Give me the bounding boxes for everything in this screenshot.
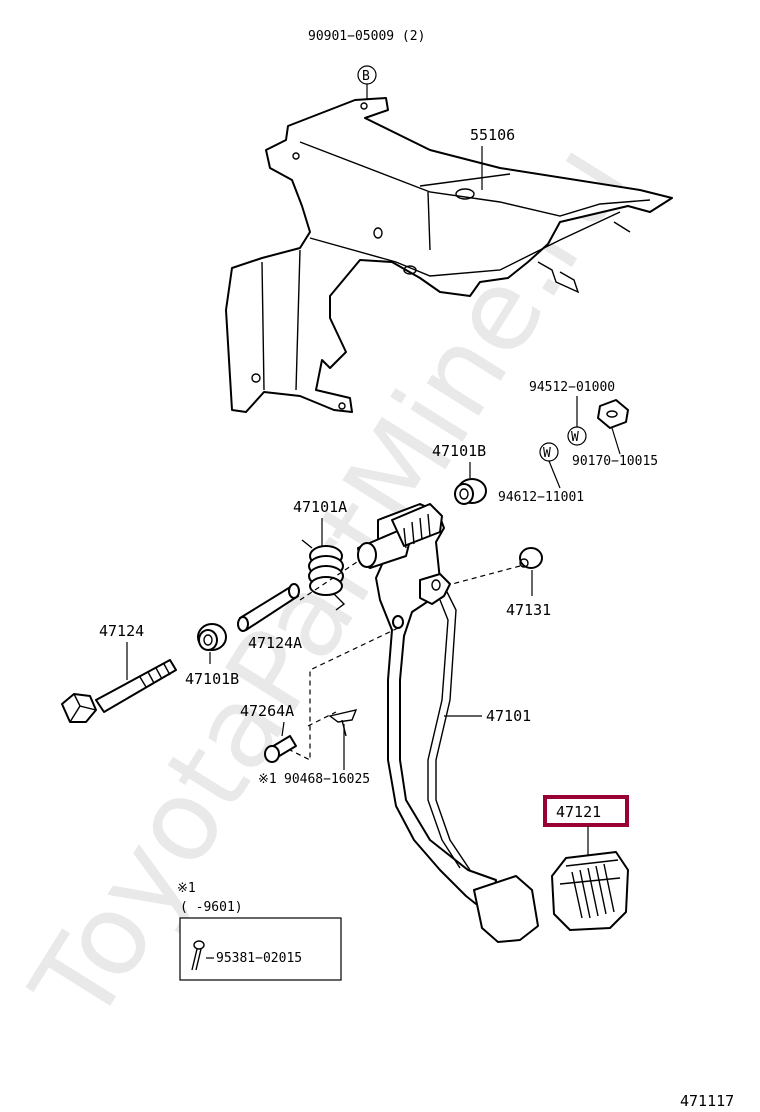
label-47131: 47131 — [506, 601, 551, 619]
label-47101: 47101 — [486, 707, 531, 725]
note-mark-1: ※1 — [258, 772, 277, 787]
collar-47124a-drawing — [237, 583, 300, 632]
note-box — [179, 917, 342, 981]
cotter-pin-drawing — [191, 940, 205, 971]
washer-symbol-w-upper-letter: W — [571, 430, 579, 445]
label-47264a: 47264A — [240, 702, 294, 720]
bushing-47101b-top-drawing — [454, 478, 487, 505]
highlight-box-47121 — [543, 795, 629, 827]
clevis-pin-drawing — [264, 735, 297, 763]
diagram-code: 471117 — [680, 1092, 734, 1110]
hex-nut-drawing — [597, 399, 629, 429]
return-spring-drawing — [301, 539, 346, 611]
label-55106: 55106 — [470, 126, 515, 144]
label-47101b-top: 47101B — [432, 442, 486, 460]
label-47124: 47124 — [99, 622, 144, 640]
pedal-bracket-drawing — [225, 97, 673, 413]
label-94512-01000: 94512−01000 — [529, 380, 615, 395]
note-range: ( -9601) — [180, 900, 243, 915]
label-94612-11001: 94612−11001 — [498, 490, 584, 505]
label-47101a: 47101A — [293, 498, 347, 516]
washer-symbol-w-lower-letter: W — [543, 446, 551, 461]
label-47101b-left: 47101B — [185, 670, 239, 688]
label-90170-10015: 90170−10015 — [572, 454, 658, 469]
label-90901-05009: 90901−05009 (2) — [308, 29, 425, 44]
label-47121[interactable]: 47121 — [556, 803, 601, 821]
pedal-pad-drawing — [551, 851, 629, 931]
symbol-b-letter: B — [362, 69, 370, 84]
pivot-bolt-drawing — [61, 659, 177, 723]
bushing-47101b-left-drawing — [197, 623, 227, 651]
note-header-mark: ※1 — [177, 881, 196, 896]
stopper-cushion-drawing — [519, 547, 543, 569]
label-47124a: 47124A — [248, 634, 302, 652]
label-95381-02015: 95381−02015 — [216, 951, 302, 966]
clip-90468-16025-drawing — [328, 709, 358, 737]
washer-symbol-w-upper — [567, 426, 587, 446]
brake-pedal-arm-drawing — [357, 503, 539, 943]
label-90468-16025: 90468−16025 — [284, 772, 370, 787]
